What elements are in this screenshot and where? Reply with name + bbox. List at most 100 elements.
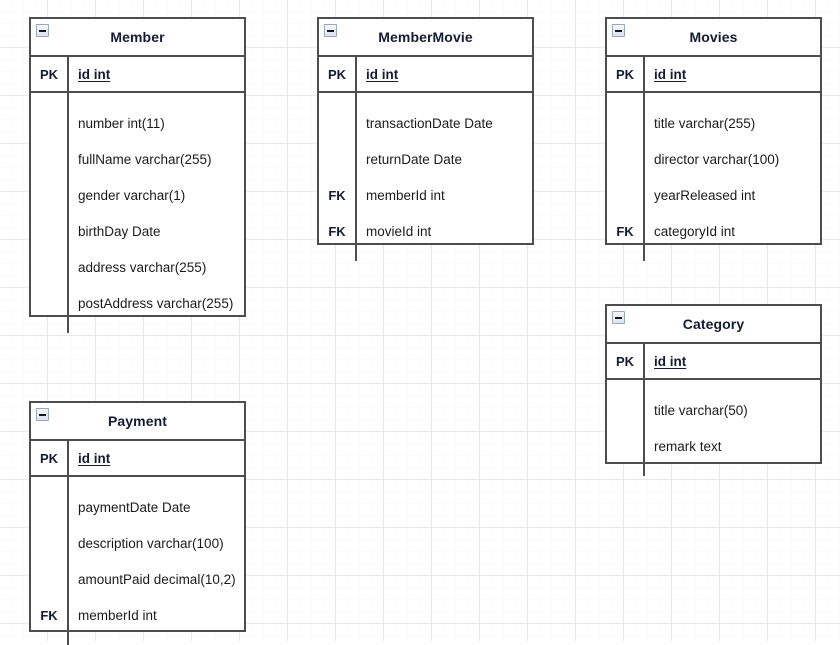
attribute-name-cell — [69, 633, 244, 645]
key-constraint-cell — [319, 141, 357, 177]
attribute-spacer — [607, 93, 820, 105]
attribute-row[interactable]: director varchar(100) — [607, 141, 820, 177]
key-constraint-cell: PK — [31, 57, 69, 91]
entity-title: Category — [682, 316, 745, 332]
attribute-name-cell — [645, 93, 820, 105]
key-constraint-cell — [607, 380, 645, 392]
attribute-name-cell: categoryId int — [654, 223, 736, 239]
minus-icon[interactable] — [324, 24, 337, 37]
attribute-name-cell: number int(11) — [78, 115, 165, 131]
attribute-row[interactable]: address varchar(255) — [31, 249, 244, 285]
key-constraint-cell — [319, 249, 357, 261]
attribute-row[interactable]: birthDay Date — [31, 213, 244, 249]
attribute-name-cell — [645, 380, 820, 392]
entity-title: Member — [110, 29, 165, 45]
key-constraint-cell — [31, 489, 69, 525]
entity-title-row: Movies — [607, 19, 820, 57]
attribute-spacer — [319, 93, 532, 105]
attribute-row[interactable]: yearReleased int — [607, 177, 820, 213]
attribute-row[interactable]: remark text — [607, 428, 820, 464]
key-constraint-cell — [607, 428, 645, 464]
attribute-name-cell: title varchar(50) — [654, 402, 748, 418]
entity-title-row: MemberMovie — [319, 19, 532, 57]
key-constraint-cell — [607, 177, 645, 213]
attribute-name-cell: id int — [366, 66, 399, 82]
attribute-row[interactable]: returnDate Date — [319, 141, 532, 177]
attribute-name-cell: birthDay Date — [78, 223, 161, 239]
attribute-row[interactable]: amountPaid decimal(10,2) — [31, 561, 244, 597]
attribute-name-cell: description varchar(100) — [78, 535, 224, 551]
entity-title: MemberMovie — [378, 29, 473, 45]
attribute-spacer — [607, 464, 820, 476]
attribute-row[interactable]: FK movieId int — [319, 213, 532, 249]
key-constraint-cell: PK — [319, 57, 357, 91]
minus-icon[interactable] — [36, 24, 49, 37]
key-constraint-cell — [31, 285, 69, 321]
minus-icon-bar — [615, 316, 622, 319]
attribute-name-cell: transactionDate Date — [366, 115, 493, 131]
attribute-name-cell: paymentDate Date — [78, 499, 191, 515]
minus-icon[interactable] — [612, 311, 625, 324]
attribute-row[interactable]: transactionDate Date — [319, 105, 532, 141]
key-constraint-cell: PK — [607, 57, 645, 91]
key-constraint-cell — [607, 249, 645, 261]
minus-icon[interactable] — [36, 408, 49, 421]
key-constraint-cell — [31, 477, 69, 489]
attribute-row[interactable]: title varchar(50) — [607, 392, 820, 428]
attribute-name-cell: director varchar(100) — [654, 151, 780, 167]
key-constraint-cell — [31, 633, 69, 645]
attribute-spacer — [31, 321, 244, 333]
attribute-spacer — [607, 249, 820, 261]
key-constraint-cell — [319, 105, 357, 141]
attribute-list: title varchar(50) remark text — [607, 380, 820, 476]
attribute-name-cell — [645, 464, 820, 476]
attribute-row[interactable]: gender varchar(1) — [31, 177, 244, 213]
attribute-name-cell: id int — [78, 450, 111, 466]
attribute-row[interactable]: fullName varchar(255) — [31, 141, 244, 177]
attribute-list: paymentDate Date description varchar(100)… — [31, 477, 244, 645]
minus-icon-bar — [39, 29, 46, 32]
entity-title-row: Payment — [31, 403, 244, 441]
attribute-row[interactable]: number int(11) — [31, 105, 244, 141]
attribute-row[interactable]: postAddress varchar(255) — [31, 285, 244, 321]
attribute-name-cell — [69, 93, 244, 105]
attribute-spacer — [31, 633, 244, 645]
attribute-list: number int(11) fullName varchar(255) gende… — [31, 93, 244, 333]
key-constraint-cell: FK — [319, 213, 357, 249]
key-constraint-cell: FK — [319, 177, 357, 213]
attribute-spacer — [31, 477, 244, 489]
attribute-name-cell — [645, 249, 820, 261]
key-constraint-cell: PK — [607, 344, 645, 378]
attribute-row[interactable]: title varchar(255) — [607, 105, 820, 141]
attribute-name-cell: postAddress varchar(255) — [78, 295, 234, 311]
key-constraint-cell — [319, 93, 357, 105]
entity-title-row: Category — [607, 306, 820, 344]
attribute-name-cell: id int — [654, 353, 687, 369]
entity-title: Movies — [689, 29, 738, 45]
attribute-row[interactable]: description varchar(100) — [31, 525, 244, 561]
primary-key-row[interactable]: PK id int — [607, 344, 820, 380]
attribute-name-cell: fullName varchar(255) — [78, 151, 212, 167]
attribute-spacer — [607, 380, 820, 392]
key-constraint-cell — [31, 321, 69, 333]
attribute-name-cell: movieId int — [366, 223, 432, 239]
key-constraint-cell — [607, 93, 645, 105]
primary-key-row[interactable]: PK id int — [319, 57, 532, 93]
key-constraint-cell — [607, 105, 645, 141]
key-constraint-cell — [607, 464, 645, 476]
attribute-row[interactable]: paymentDate Date — [31, 489, 244, 525]
minus-icon[interactable] — [612, 24, 625, 37]
attribute-name-cell — [69, 477, 244, 489]
